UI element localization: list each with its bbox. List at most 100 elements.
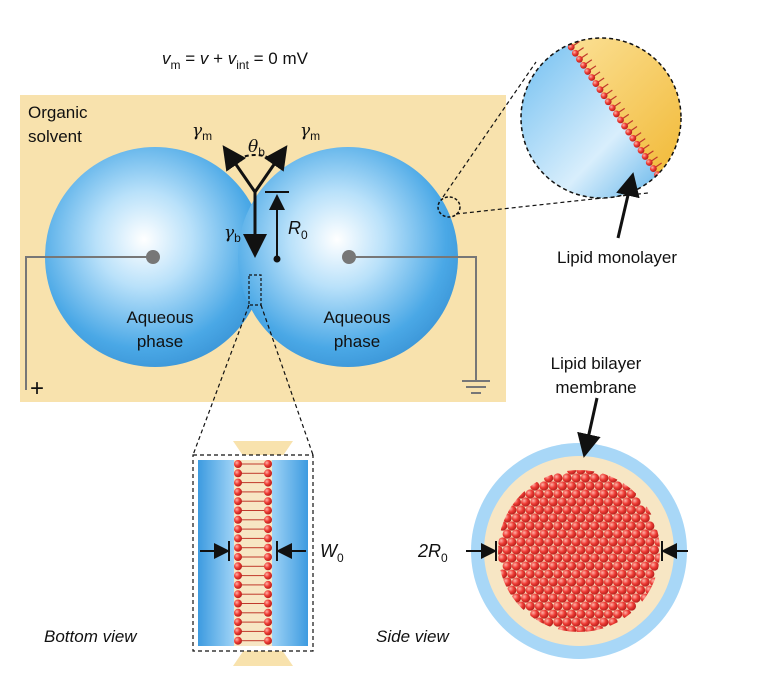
lipid-head (525, 553, 535, 563)
lipid-head (530, 497, 540, 507)
lipid-head (590, 521, 600, 531)
lipid-head (584, 68, 592, 75)
monolayer-zoom-marker (437, 196, 461, 218)
r0-center-dot (273, 255, 281, 263)
lipid-head (567, 577, 577, 587)
lipid-head (557, 497, 568, 507)
lipid-tail (665, 180, 675, 188)
lipid-head (530, 545, 540, 555)
lipid-head (548, 481, 558, 491)
lipid-head (525, 569, 535, 579)
lipid-head (603, 497, 614, 507)
lipid-head (640, 529, 650, 539)
side-view-label: Side view (376, 627, 450, 646)
lipid-head (562, 473, 572, 483)
lipid-head (599, 569, 609, 579)
lipid-head (613, 513, 623, 523)
lipid-head (562, 489, 572, 499)
lipid-head (594, 561, 604, 571)
lipid-head (525, 505, 535, 515)
lipid-head (567, 545, 577, 555)
lipid-head (534, 585, 545, 595)
lipid-head (592, 80, 600, 87)
lipid-head (567, 609, 577, 619)
lipid-head (576, 593, 586, 603)
lipid-head (612, 110, 620, 118)
lipid-head (264, 562, 272, 571)
lipid-head (626, 569, 637, 579)
lipid-head (608, 585, 618, 595)
lipid-head (539, 577, 549, 587)
bottom-view-label: Bottom view (44, 627, 138, 646)
lipid-head (234, 515, 242, 524)
lipid-head (539, 529, 549, 539)
solvent-label-line2: solvent (28, 127, 82, 146)
lipid-head (576, 609, 586, 619)
lipid-head (640, 545, 650, 555)
lipid-head (553, 585, 563, 595)
lipid-head (539, 561, 549, 571)
lipid-head (567, 470, 577, 475)
lipid-head (516, 537, 526, 547)
lipid-head (567, 513, 577, 523)
lipid-head (567, 625, 577, 632)
r0-label: R0 (288, 218, 308, 242)
lipid-head (544, 537, 554, 547)
lipid-head (626, 505, 637, 515)
lipid-head (544, 521, 554, 531)
lipid-head (631, 593, 641, 603)
lipid-head (613, 545, 623, 555)
lipid-head (631, 529, 641, 539)
lipid-head (585, 545, 595, 555)
lipid-head (580, 569, 591, 579)
lipid-head (576, 625, 586, 632)
lipid-head (534, 489, 545, 499)
lipid-head (234, 580, 242, 589)
lipid-head (548, 593, 558, 603)
lipid-head (576, 545, 586, 555)
lipid-head (608, 521, 618, 531)
lipid-head (590, 553, 600, 563)
lipid-head (264, 618, 272, 627)
lipid-head (571, 617, 581, 627)
lipid-head (234, 525, 242, 534)
lipid-head (645, 569, 655, 579)
lipid-head (631, 545, 641, 555)
lipid-head (516, 569, 526, 579)
lipid-head (507, 537, 517, 547)
force-vectors (222, 145, 288, 258)
lipid-head (670, 195, 678, 198)
lipid-head (576, 481, 586, 491)
membrane-potential-equation: vm = v + vint = 0 mV (162, 49, 309, 72)
bottom-view-solvent-bottom (233, 647, 293, 666)
lipid-head (603, 593, 614, 603)
2r0-label: 2R0 (417, 541, 448, 565)
right-electrode-wire (349, 256, 477, 380)
lipid-bilayer-label-line1: Lipid bilayer (551, 354, 642, 373)
lipid-head (640, 561, 650, 571)
lipid-head (585, 470, 595, 475)
lipid-head (640, 513, 650, 523)
gamma-b-label: γb (224, 223, 241, 245)
lipid-head (525, 489, 535, 499)
lipid-head (637, 146, 645, 154)
lipid-head (603, 561, 614, 571)
lipid-tail (661, 174, 671, 182)
lipid-head (562, 601, 572, 611)
lipid-head (562, 585, 572, 595)
lipid-head (571, 553, 581, 563)
lipid-head (234, 497, 242, 506)
lipid-head (557, 593, 568, 603)
lipid-tail (673, 192, 681, 198)
lipid-head (516, 585, 526, 595)
lipid-head (264, 534, 272, 543)
lipid-head (234, 590, 242, 599)
lipid-head (608, 553, 618, 563)
lipid-head (530, 593, 540, 603)
lipid-head (580, 521, 591, 531)
lipid-head (613, 481, 623, 491)
lipid-head (264, 460, 272, 468)
lipid-head (626, 537, 637, 547)
lipid-head (626, 489, 637, 499)
lipid-head (641, 153, 649, 160)
